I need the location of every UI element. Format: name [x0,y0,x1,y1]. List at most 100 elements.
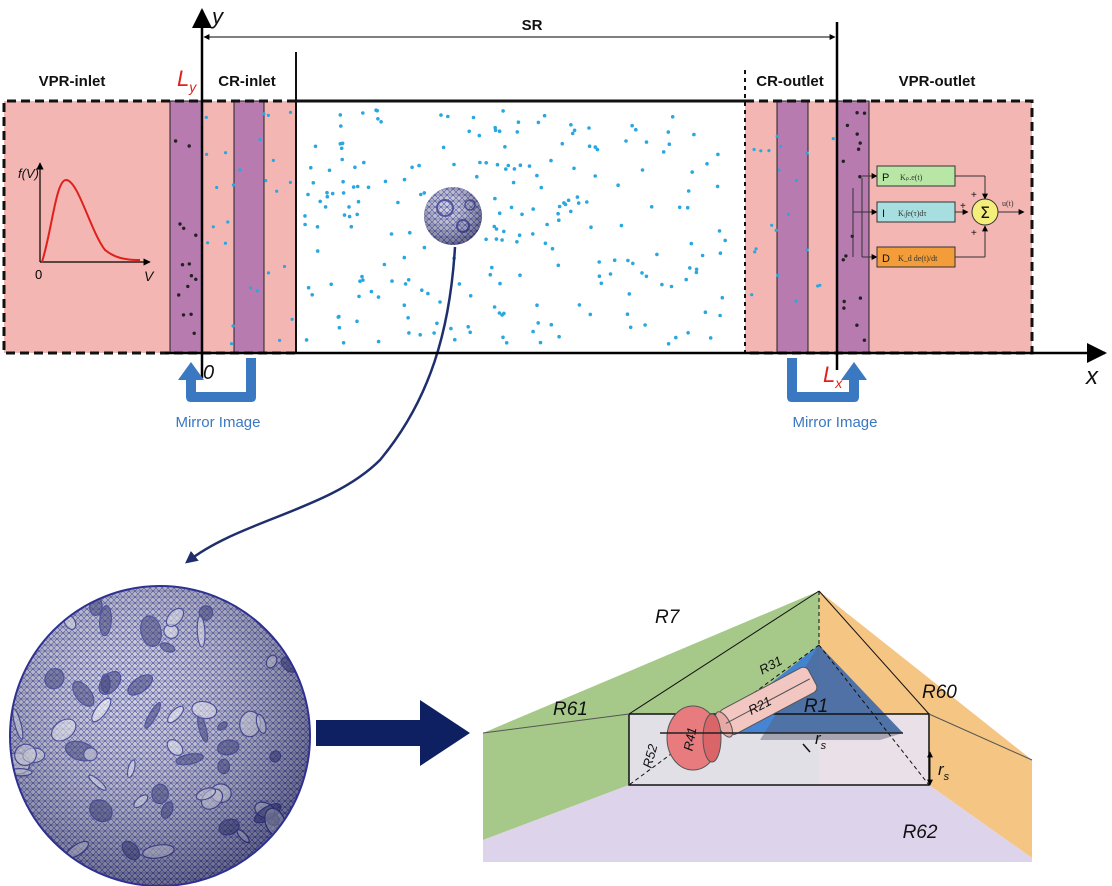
particle [282,264,287,269]
particle [389,232,394,236]
particle [536,321,540,325]
particle [406,278,411,282]
outlet-band-inner [776,100,809,354]
particle [775,134,779,138]
particle [805,151,809,155]
particle-dark [187,144,191,148]
pid-controller: P I D Kₚ.e(t) Kᵢ∫e(τ)dτ K_d de(t)/dt Σ +… [852,165,1025,268]
particle [569,123,573,127]
particle [575,195,580,199]
particle-dark [192,331,196,335]
label-r62: R62 [903,822,938,843]
particle-dark [194,277,198,281]
particle [626,258,630,263]
label-rs-inner: rs [815,729,827,752]
particle [690,170,694,174]
particle-dark [186,284,190,289]
particle [630,123,634,128]
particle [338,142,343,146]
label-r61: R61 [553,699,588,720]
particle [588,312,593,317]
particle [705,162,709,166]
particle [495,162,500,167]
particle [753,250,757,254]
particle [627,292,632,296]
zoom-connector-curve [185,246,457,564]
particle [494,237,499,241]
particle [718,251,723,255]
particle [576,201,581,205]
particle [488,272,493,277]
particle [667,142,672,146]
pid-output: u(t) [1002,199,1014,208]
particle-dark [187,262,191,266]
label-cr-inlet: CR-inlet [218,73,276,90]
particle [684,277,688,282]
particle [715,184,720,189]
particle [686,189,691,193]
particle [624,139,628,143]
label-origin: 0 [203,362,214,384]
particle-dark [841,159,845,163]
particle [674,335,678,340]
particle [224,151,228,155]
particle [303,214,307,218]
particle [471,115,476,120]
particle [369,289,374,294]
label-rs-outer: rs [938,760,950,783]
particle [593,174,597,178]
particle [446,114,450,119]
face-r1-shadow [760,645,903,740]
particle-dark [844,254,848,258]
particle [831,137,835,141]
pid-d-key: D [882,253,890,265]
particle [407,331,411,335]
particle [504,341,509,345]
particle [497,129,502,133]
particle [390,279,394,283]
particle [315,225,320,229]
particle [358,279,362,284]
label-sr: SR [522,17,543,34]
particle [770,223,774,227]
particle [655,252,659,257]
particle [468,330,473,335]
particle [512,167,517,171]
sr-region [296,101,745,353]
particle [366,185,371,190]
mirror-arrow-right: Mirror Image [787,358,878,431]
particle-dark [856,147,861,151]
particle [408,230,412,235]
particle [361,278,365,282]
particle [340,157,345,162]
particle [383,179,388,184]
zoom-arrow [316,700,470,766]
particle [778,144,783,149]
particle-dark [173,139,178,143]
particle [539,185,544,190]
particle [311,181,316,185]
particle [422,191,427,195]
particle [669,284,674,289]
particle [323,205,328,209]
particle [716,152,720,157]
particle [419,192,423,197]
particle [306,192,310,197]
particle [266,271,271,275]
particle [549,322,554,327]
particle [342,213,347,217]
particle [720,295,725,300]
particle [309,165,313,170]
particle [420,288,424,293]
particle [502,229,506,234]
particle [262,112,266,116]
particle [271,158,275,162]
dist-ylabel: f(V) [18,166,39,181]
particle [585,200,589,204]
particle [498,281,502,286]
particle [376,295,381,299]
particle [549,158,553,163]
particle [204,115,208,119]
face-r62 [483,785,1032,862]
particle [325,194,330,199]
